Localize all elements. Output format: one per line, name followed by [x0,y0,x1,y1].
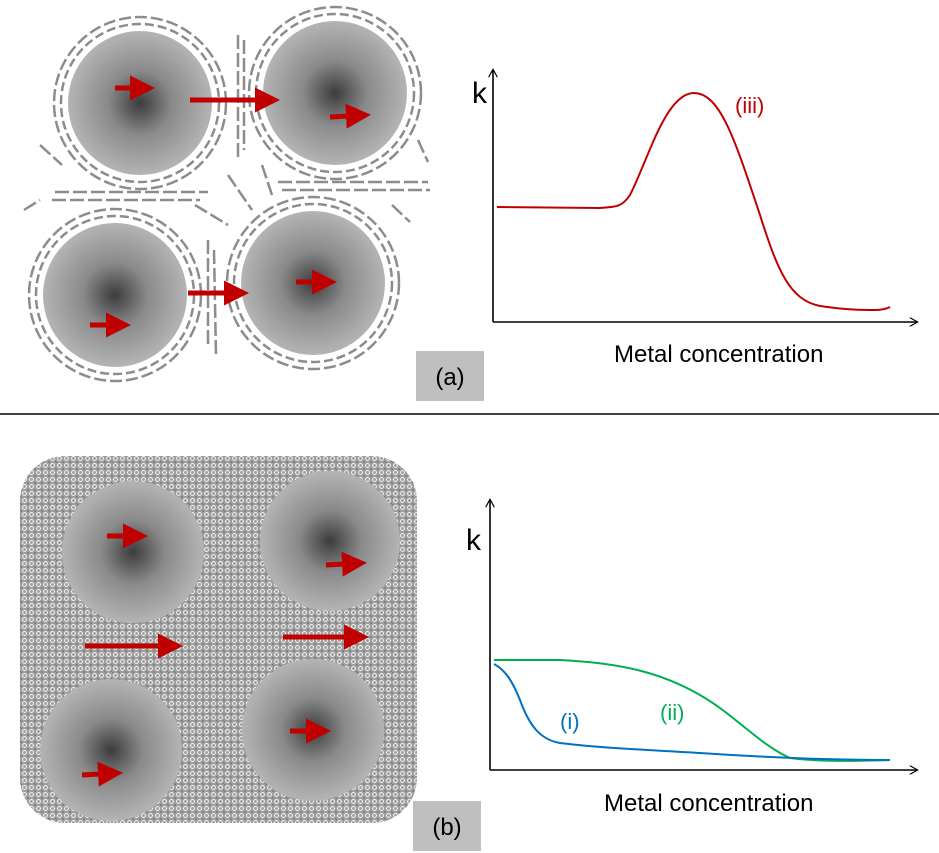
grain-b-top-right [260,471,400,611]
panel-b-tag-label: (b) [432,814,461,841]
chart-b-y-label: k [466,524,482,557]
grain-top-left [52,15,228,191]
transport-arrows-a [90,75,371,338]
panel-a-tag-label: (a) [435,364,464,391]
grain-b-bottom-left [40,679,182,821]
grain-top-right [247,5,423,181]
curve-ii [494,659,891,762]
panel-a-tag: (a) [416,351,484,401]
curve-iii-label: (iii) [735,93,764,118]
grain-b-top-left [62,481,204,623]
curve-ii-label: (ii) [660,700,684,725]
transport-arrows-b [81,523,369,787]
grain-boundary-fragments [23,35,430,356]
curve-i-label: (i) [560,709,580,734]
chart-a-y-label: k [472,77,488,110]
chart-b-x-label: Metal concentration [604,790,813,817]
arrow-in-grain-b-tr [325,551,367,577]
arrow-in-grain-b-bl [81,761,123,787]
curve-i [493,663,891,761]
grain-bottom-left [27,207,203,383]
chart-b: k Metal concentration (i) (ii) [466,500,917,817]
chart-a-x-label: Metal concentration [614,341,823,368]
chart-a: k Metal concentration (iii) [472,70,917,368]
panel-a: (a) k Metal concentration (iii) [23,5,917,401]
panel-b-tag: (b) [413,801,481,851]
panel-b: (b) k Metal concentration (i) (ii) [20,456,917,851]
arrow-in-grain-tr [329,103,371,129]
curve-iii [496,91,891,312]
